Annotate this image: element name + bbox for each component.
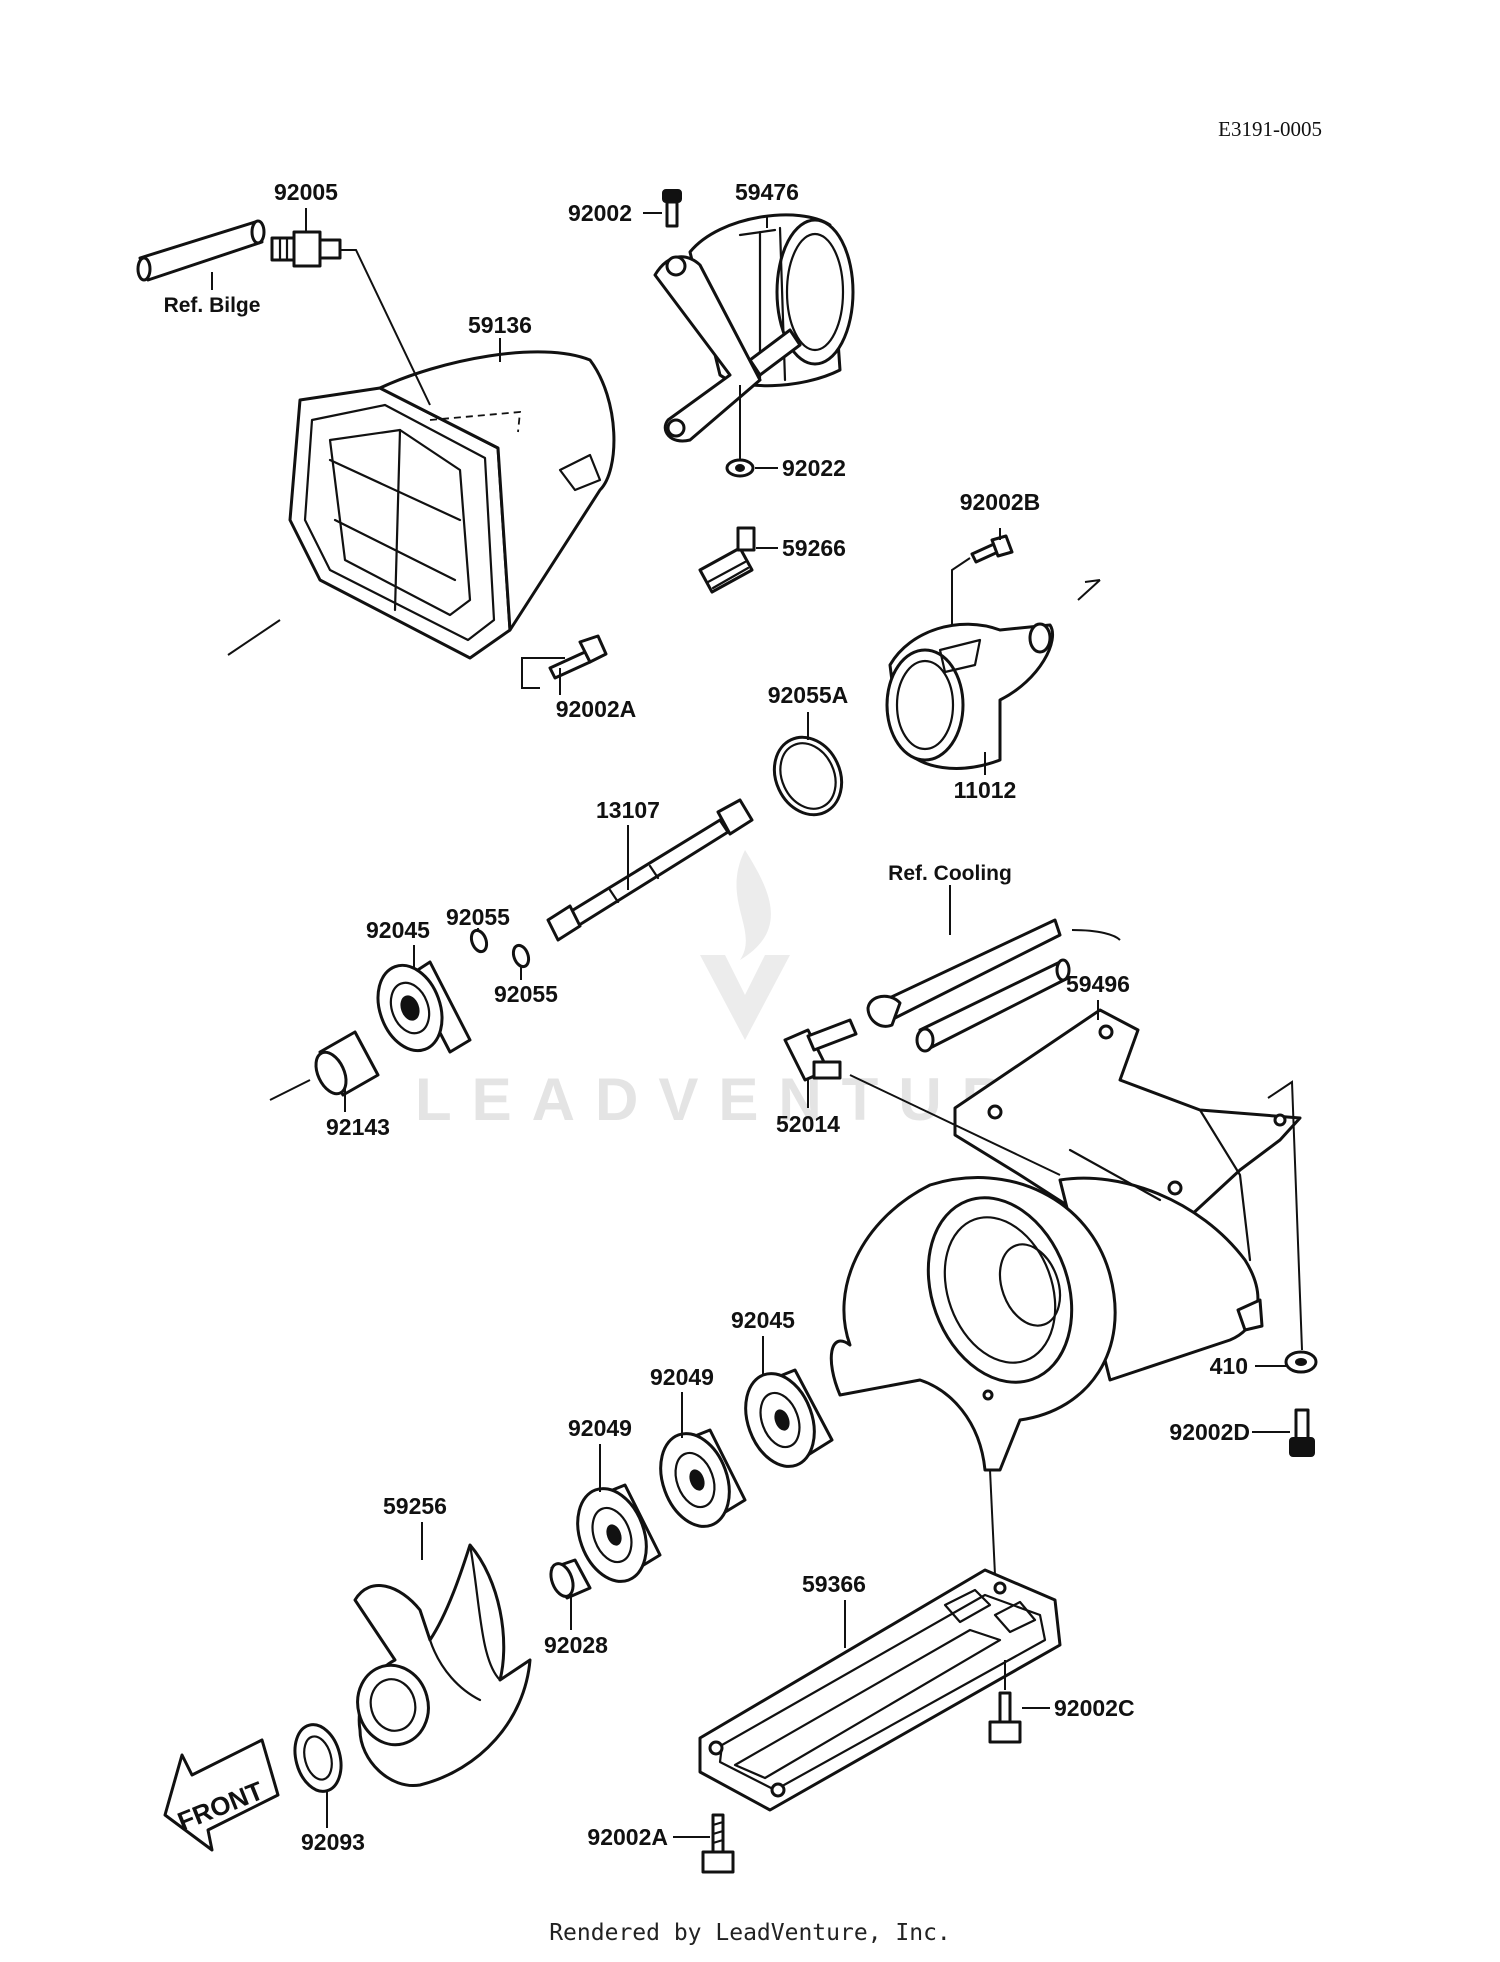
label-92049-lower: 92049: [568, 1415, 632, 1441]
label-92002A-top: 92002A: [556, 696, 637, 722]
fitting-92005: [270, 230, 342, 268]
label-ref-cooling: Ref. Cooling: [888, 862, 1012, 885]
bolt-92002A-bottom: [701, 1813, 735, 1874]
front-arrow: FRONT: [163, 1738, 280, 1852]
footer-credit: Rendered by LeadVenture, Inc.: [549, 1920, 951, 1946]
bearing-92049-upper: [659, 1428, 747, 1528]
label-92093: 92093: [301, 1829, 365, 1855]
label-92002D: 92002D: [1169, 1419, 1250, 1445]
bearing-92045-top: [376, 960, 472, 1054]
label-92055-a: 92055: [446, 904, 510, 930]
diagram-code: E3191-0005: [1218, 117, 1322, 141]
washer-92055-b: [511, 943, 531, 969]
sleeve-92028: [549, 1558, 592, 1600]
fitting-52014: [783, 1018, 858, 1082]
washer-410: [1284, 1350, 1318, 1374]
washer-92022: [725, 458, 755, 478]
label-92005: 92005: [274, 179, 338, 205]
bilge-hose: [136, 219, 266, 282]
label-13107: 13107: [596, 797, 660, 823]
label-59256: 59256: [383, 1493, 447, 1519]
label-92049-upper: 92049: [650, 1364, 714, 1390]
bolt-92002: [662, 189, 682, 228]
label-52014: 52014: [776, 1111, 840, 1137]
bolt-92002D: [1289, 1408, 1315, 1457]
label-59266: 59266: [782, 535, 846, 561]
label-11012: 11012: [954, 777, 1017, 803]
label-92045-top: 92045: [366, 917, 430, 943]
plate-59366: [698, 1568, 1062, 1812]
cooling-hose: [866, 918, 1071, 1053]
label-92002B: 92002B: [960, 489, 1041, 515]
impeller-59256: [353, 1543, 532, 1788]
label-92002A-bottom: 92002A: [587, 1824, 668, 1850]
label-59476: 59476: [735, 179, 799, 205]
seal-92093: [293, 1723, 343, 1793]
label-92045-mid: 92045: [731, 1307, 795, 1333]
bolt-92002B: [970, 534, 1014, 564]
part-labels: 92005 Ref. Bilge 92002 59476 59136 92022…: [164, 179, 1250, 1855]
bearing-92049-lower: [576, 1483, 662, 1583]
label-92002C: 92002C: [1054, 1695, 1135, 1721]
pump-case-59136: [288, 350, 616, 660]
nozzle-59476: [653, 213, 855, 443]
label-92022: 92022: [782, 455, 846, 481]
o-ring-92055A: [772, 735, 844, 817]
shaft-13107: [546, 798, 754, 942]
label-59136: 59136: [468, 312, 532, 338]
label-59366: 59366: [802, 1571, 866, 1597]
label-ref-bilge: Ref. Bilge: [164, 294, 261, 317]
label-92055-b: 92055: [494, 981, 558, 1007]
leader-lines: [211, 208, 1303, 1838]
label-410: 410: [1210, 1353, 1248, 1379]
cone-11012: [885, 622, 1055, 770]
bolt-92002C: [988, 1691, 1022, 1744]
sleeve-92143: [314, 1030, 380, 1097]
fitting-59266: [698, 526, 756, 594]
washer-92055-a: [469, 928, 489, 954]
label-92055A: 92055A: [768, 682, 849, 708]
housing-59496: [829, 1008, 1302, 1472]
label-92143: 92143: [326, 1114, 390, 1140]
label-92028: 92028: [544, 1632, 608, 1658]
bearing-92045-mid: [744, 1368, 834, 1468]
label-59496: 59496: [1066, 971, 1130, 997]
label-92002: 92002: [568, 200, 632, 226]
